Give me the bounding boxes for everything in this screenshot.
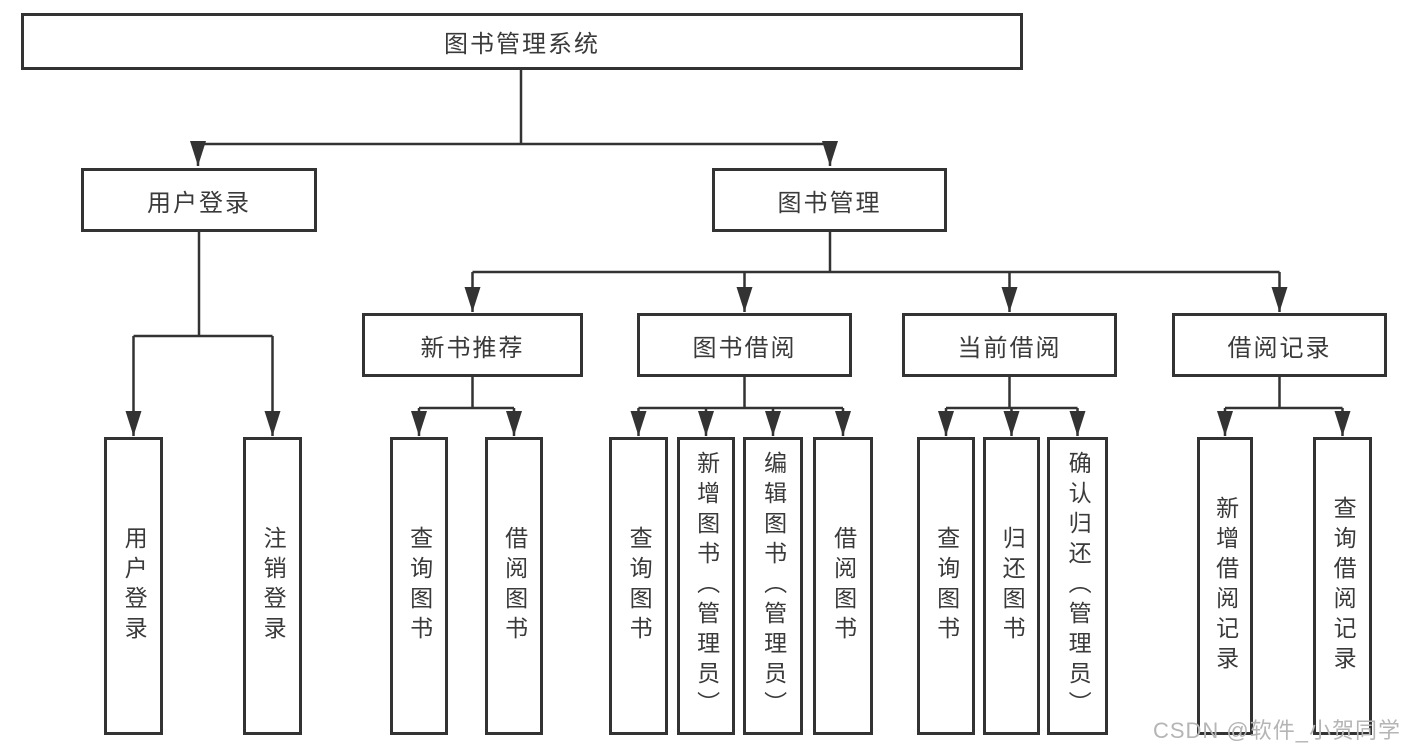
- leaf-edit-book-admin: 编辑图书（管理员）: [743, 437, 803, 735]
- node-book-borrow: 图书借阅: [637, 313, 852, 377]
- leaf-return-book-label: 归还图书: [999, 526, 1026, 646]
- leaf-user-login-label: 用户登录: [121, 526, 148, 646]
- node-borrow-records: 借阅记录: [1172, 313, 1387, 377]
- leaf-user-login: 用户登录: [104, 437, 163, 735]
- leaf-borrow-books: 借阅图书: [813, 437, 873, 735]
- node-book-management-label: 图书管理: [777, 189, 882, 217]
- leaf-query-books-current-label: 查询图书: [933, 526, 960, 646]
- node-root-label: 图书管理系统: [444, 31, 600, 58]
- node-book-management: 图书管理: [712, 168, 947, 232]
- leaf-borrow-books-recommend: 借阅图书: [485, 437, 543, 735]
- leaf-return-book: 归还图书: [983, 437, 1040, 735]
- leaf-logout: 注销登录: [243, 437, 302, 735]
- node-user-login: 用户登录: [81, 168, 317, 232]
- node-new-book-recommend-label: 新书推荐: [420, 334, 525, 362]
- leaf-confirm-return-admin-label: 确认归还（管理员）: [1065, 451, 1092, 721]
- leaf-query-books-recommend-label: 查询图书: [406, 526, 433, 646]
- leaf-query-books-borrow-label: 查询图书: [626, 526, 653, 646]
- node-new-book-recommend: 新书推荐: [362, 313, 583, 377]
- leaf-add-book-admin: 新增图书（管理员）: [677, 437, 735, 735]
- watermark: CSDN @软件_小贺同学: [1152, 718, 1401, 743]
- leaf-logout-label: 注销登录: [260, 526, 287, 646]
- leaf-borrow-books-label: 借阅图书: [830, 526, 857, 646]
- leaf-query-borrow-record: 查询借阅记录: [1313, 437, 1372, 735]
- node-root: 图书管理系统: [21, 13, 1023, 70]
- leaf-query-borrow-record-label: 查询借阅记录: [1330, 496, 1357, 676]
- node-borrow-records-label: 借阅记录: [1227, 334, 1332, 362]
- node-current-borrow: 当前借阅: [902, 313, 1117, 377]
- leaf-query-books-borrow: 查询图书: [609, 437, 668, 735]
- node-user-login-label: 用户登录: [147, 189, 251, 217]
- leaf-add-borrow-record-label: 新增借阅记录: [1212, 496, 1239, 676]
- leaf-add-book-admin-label: 新增图书（管理员）: [693, 451, 720, 721]
- node-book-borrow-label: 图书借阅: [692, 334, 797, 362]
- leaf-query-books-current: 查询图书: [917, 437, 975, 735]
- leaf-confirm-return-admin: 确认归还（管理员）: [1047, 437, 1108, 735]
- leaf-query-books-recommend: 查询图书: [390, 437, 448, 735]
- leaf-borrow-books-recommend-label: 借阅图书: [501, 526, 528, 646]
- leaf-edit-book-admin-label: 编辑图书（管理员）: [760, 451, 787, 721]
- node-current-borrow-label: 当前借阅: [957, 334, 1062, 362]
- leaf-add-borrow-record: 新增借阅记录: [1197, 437, 1253, 735]
